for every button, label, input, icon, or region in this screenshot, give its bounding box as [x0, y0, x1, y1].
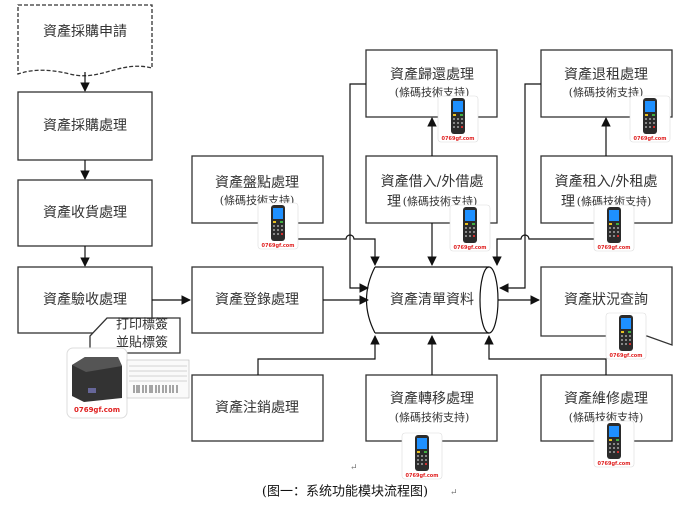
node-inventory-box — [191, 155, 324, 224]
node-registration-box — [191, 266, 324, 334]
callout-line1: 打印標簽 — [116, 317, 168, 333]
node-writeoff-box — [191, 374, 324, 442]
scanner-watermarks: 0769gf.com 0769gf.com 0769gf.com 0769gf.… — [262, 136, 667, 479]
node-receiving: 資產收貨處理 — [43, 204, 127, 221]
svg-text:0769gf.com: 0769gf.com — [406, 473, 439, 479]
svg-text:0769gf.com: 0769gf.com — [454, 245, 487, 251]
node-lend-line2: 理 — [387, 194, 401, 210]
node-asset-list: 資產清單資料 — [390, 291, 474, 308]
arrow — [499, 83, 541, 293]
paragraph-mark: ↵ — [350, 463, 358, 473]
barcode-label-image — [126, 359, 190, 399]
svg-text:0769gf.com: 0769gf.com — [442, 136, 475, 142]
purchase-request-document — [17, 4, 153, 77]
svg-text:0769gf.com: 0769gf.com — [262, 243, 295, 249]
node-registration: 資產登錄處理 — [215, 291, 299, 308]
barcode-note: (條碼技術支持) — [395, 410, 470, 424]
barcode-note: (條碼技術支持) — [395, 85, 470, 99]
node-transfer: 資產轉移處理 — [390, 390, 474, 407]
node-transfer-box — [365, 374, 498, 442]
arrow — [298, 234, 380, 266]
arrow — [492, 234, 595, 266]
print-label-callout — [89, 317, 181, 354]
callout-line2: 並貼標簽 — [116, 335, 168, 351]
barcode-note: (條碼技術支持) — [569, 410, 644, 424]
node-return: 資產歸還處理 — [390, 66, 474, 83]
arrow — [257, 335, 380, 375]
node-lease-return: 資產退租處理 — [564, 66, 648, 83]
node-purchase: 資產採購處理 — [43, 117, 127, 134]
node-lend-line1: 資產借入/外借處 — [381, 173, 484, 190]
node-purchase-request: 資產採購申請 — [43, 23, 127, 40]
paragraph-mark: ↵ — [450, 488, 458, 498]
svg-text:0769gf.com: 0769gf.com — [74, 406, 120, 414]
node-inventory: 資產盤點處理 — [215, 174, 299, 191]
svg-text:0769gf.com: 0769gf.com — [610, 353, 643, 359]
barcode-note: (條碼技術支持) — [577, 194, 652, 208]
svg-text:0769gf.com: 0769gf.com — [598, 461, 631, 467]
arrow — [484, 335, 607, 375]
svg-text:0769gf.com: 0769gf.com — [598, 245, 631, 251]
figure-caption: (图一：系统功能模块流程图) — [262, 485, 428, 500]
label-printer-image: 0769gf.com — [66, 347, 128, 419]
node-maintenance: 資產維修處理 — [564, 390, 648, 407]
node-lease-line2: 理 — [561, 194, 575, 210]
barcode-note: (條碼技術支持) — [569, 85, 644, 99]
node-status-query: 資產狀況查詢 — [564, 291, 648, 308]
node-acceptance: 資產驗收處理 — [43, 291, 127, 308]
node-writeoff: 資產注銷處理 — [215, 399, 299, 416]
node-lease-line1: 資產租入/外租處 — [555, 173, 658, 190]
svg-text:0769gf.com: 0769gf.com — [634, 136, 667, 142]
barcode-note: (條碼技術支持) — [403, 194, 478, 208]
arrow — [349, 83, 369, 293]
node-receiving-box — [17, 179, 153, 247]
